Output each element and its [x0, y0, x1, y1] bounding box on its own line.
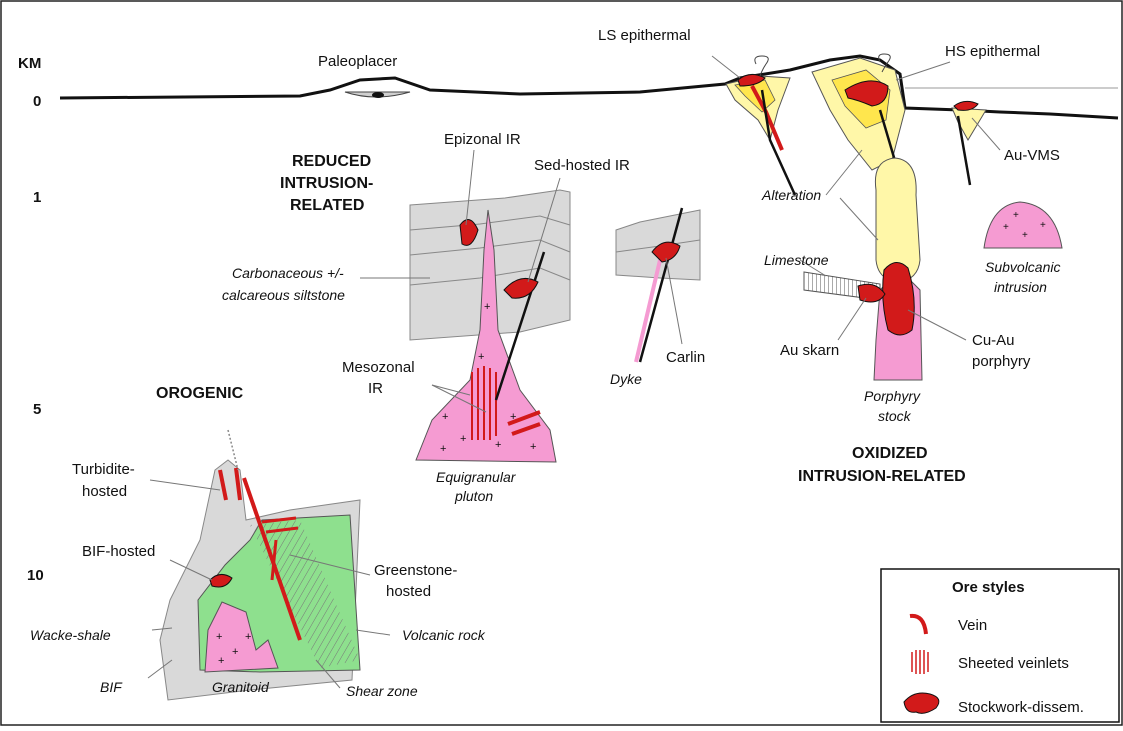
svg-text:+: +	[232, 646, 238, 658]
svg-text:+: +	[1013, 210, 1019, 221]
label-granitoid: Granitoid	[212, 679, 270, 695]
svg-text:+: +	[530, 441, 536, 453]
label-greenstone-hosted-1: Greenstone-	[374, 562, 457, 579]
label-turbidite-hosted-1: Turbidite-	[72, 461, 135, 478]
label-bif: BIF	[100, 679, 123, 695]
label-ls-epithermal: LS epithermal	[598, 27, 691, 44]
label-turbidite-hosted-2: hosted	[82, 483, 127, 500]
au-skarn-ore	[858, 284, 885, 302]
heading-reduced-1: REDUCED	[292, 153, 371, 170]
axis-tick-0: 0	[33, 93, 41, 110]
svg-text:+: +	[484, 301, 490, 313]
label-au-vms: Au-VMS	[1004, 147, 1060, 164]
label-subvolcanic-1: Subvolcanic	[985, 259, 1061, 275]
svg-text:+: +	[442, 411, 448, 423]
label-sed-hosted-ir: Sed-hosted IR	[534, 157, 630, 174]
label-porphyry-stock-1: Porphyry	[864, 388, 921, 404]
label-mesozonal-ir-1: Mesozonal	[342, 359, 415, 376]
label-carbonaceous-1: Carbonaceous +/-	[232, 265, 344, 281]
svg-text:+: +	[216, 631, 222, 643]
axis-tick-10: 10	[27, 567, 44, 584]
paleoplacer-nugget	[372, 92, 384, 98]
label-paleoplacer: Paleoplacer	[318, 53, 397, 70]
legend-item-vein: Vein	[958, 617, 987, 634]
legend-title: Ore styles	[952, 579, 1025, 596]
heading-reduced-2: INTRUSION-	[280, 175, 373, 192]
label-greenstone-hosted-2: hosted	[386, 583, 431, 600]
label-carlin: Carlin	[666, 349, 705, 366]
label-wacke-shale: Wacke-shale	[30, 627, 111, 643]
legend-item-stockwork: Stockwork-dissem.	[958, 699, 1084, 716]
label-epizonal-ir: Epizonal IR	[444, 131, 521, 148]
svg-text:+: +	[478, 351, 484, 363]
svg-text:+: +	[245, 631, 251, 643]
label-shear-zone: Shear zone	[346, 683, 418, 699]
label-subvolcanic-2: intrusion	[994, 279, 1047, 295]
subvolcanic-intrusion	[984, 202, 1062, 248]
label-carbonaceous-2: calcareous siltstone	[222, 287, 345, 303]
label-limestone: Limestone	[764, 252, 829, 268]
heading-reduced-3: RELATED	[290, 197, 364, 214]
svg-text:+: +	[218, 655, 224, 667]
label-equigranular-2: pluton	[454, 488, 493, 504]
label-alteration: Alteration	[761, 187, 821, 203]
cu-au-porphyry-ore	[883, 262, 915, 335]
axis-unit: KM	[18, 55, 41, 72]
legend: Ore styles Vein Sheeted veinlets Stockwo…	[881, 569, 1119, 722]
au-vms-halo	[952, 108, 986, 140]
label-hs-epithermal: HS epithermal	[945, 43, 1040, 60]
svg-text:+: +	[495, 439, 501, 451]
svg-text:+: +	[440, 443, 446, 455]
heading-orogenic: OROGENIC	[156, 385, 244, 402]
svg-text:+: +	[1040, 220, 1046, 231]
label-mesozonal-ir-2: IR	[368, 380, 383, 397]
label-bif-hosted: BIF-hosted	[82, 543, 155, 560]
axis-tick-5: 5	[33, 401, 41, 418]
label-volcanic-rock: Volcanic rock	[402, 627, 486, 643]
label-au-skarn: Au skarn	[780, 342, 839, 359]
label-cu-au-porphyry-1: Cu-Au	[972, 332, 1015, 349]
legend-item-sheeted: Sheeted veinlets	[958, 655, 1069, 672]
heading-oxidized-1: OXIDIZED	[852, 445, 928, 462]
svg-text:+: +	[460, 433, 466, 445]
svg-text:+: +	[1022, 230, 1028, 241]
label-porphyry-stock-2: stock	[878, 408, 912, 424]
label-equigranular-1: Equigranular	[436, 469, 517, 485]
heading-oxidized-2: INTRUSION-RELATED	[798, 468, 966, 485]
axis-tick-1: 1	[33, 189, 41, 206]
label-cu-au-porphyry-2: porphyry	[972, 353, 1031, 370]
svg-text:+: +	[1003, 222, 1009, 233]
label-dyke: Dyke	[610, 371, 642, 387]
